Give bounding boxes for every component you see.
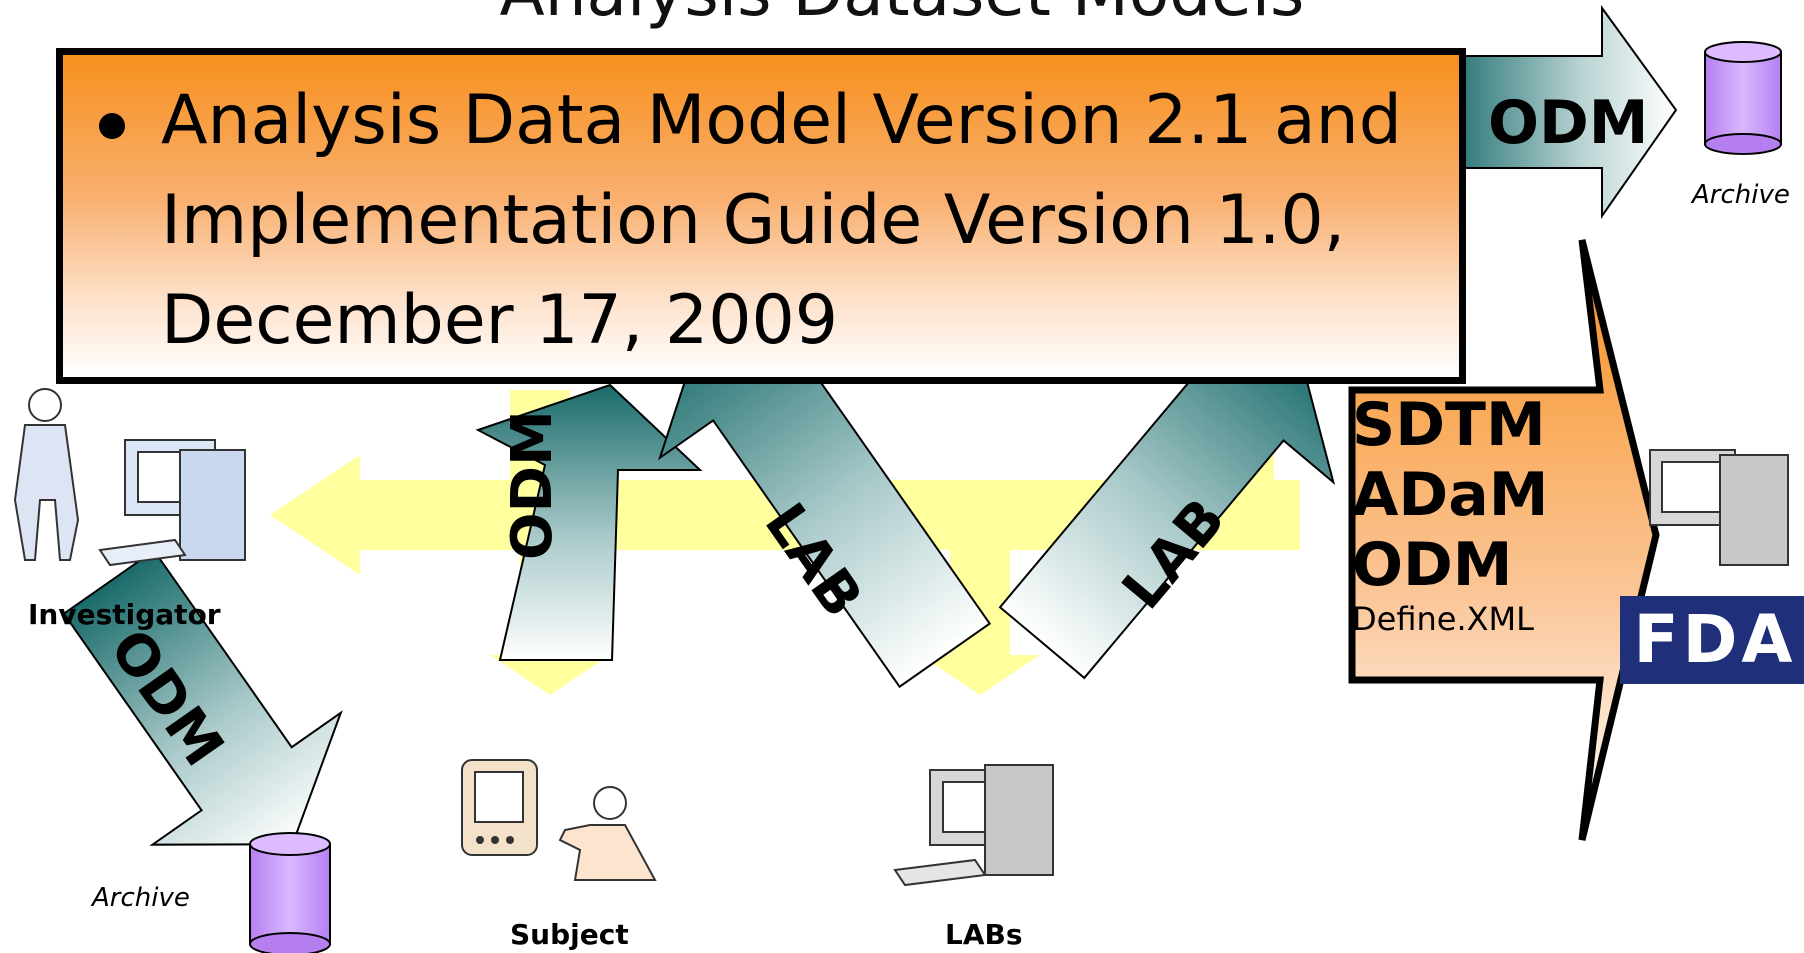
submission-text: SDTM ADaM ODM Define.XML: [1352, 390, 1652, 680]
callout-text: Analysis Data Model Version 2.1 and Impl…: [161, 71, 1461, 371]
archive-label-bottom: Archive: [92, 883, 190, 913]
person-icon-investigator: [13, 388, 80, 561]
submission-define-xml: Define.XML: [1352, 600, 1534, 638]
arrow-label-subject-odm: ODM: [500, 410, 565, 560]
submission-line-sdtm: SDTM: [1352, 390, 1546, 460]
arrow-subject-up: [475, 383, 703, 661]
computer-icon-investigator: [98, 439, 246, 567]
investigator-label: Investigator: [28, 598, 221, 631]
bullet-icon: [99, 113, 125, 139]
pda-icon-subject: [461, 759, 538, 856]
database-icon-bottom: [249, 832, 331, 953]
submission-line-adam: ADaM: [1352, 460, 1549, 530]
page-title: Analysis Dataset Models: [0, 0, 1804, 31]
callout-line-1: Analysis Data Model Version 2.1 and: [161, 81, 1402, 160]
arrow-label-top-odm: ODM: [1488, 88, 1649, 158]
archive-label-top: Archive: [1692, 180, 1790, 210]
fda-logo-icon: [1620, 596, 1804, 684]
labs-label: LABs: [945, 918, 1023, 951]
computer-icon-fda: [1649, 449, 1789, 566]
arrow-top-right-odm: [1439, 4, 1678, 220]
arrow-investigator-down: [62, 549, 343, 846]
callout-line-2: Implementation Guide Version 1.0,: [161, 181, 1346, 260]
person-icon-subject: [558, 786, 657, 881]
submission-line-odm: ODM: [1352, 530, 1513, 600]
arrow-submission: [1348, 239, 1660, 841]
database-icon-top: [1704, 41, 1782, 155]
fda-logo-text: FDA: [1633, 601, 1797, 678]
callout-line-3: December 17, 2009: [161, 281, 839, 360]
citation-callout: Analysis Data Model Version 2.1 and Impl…: [56, 48, 1466, 384]
computer-icon-labs: [893, 764, 1054, 887]
subject-label: Subject: [510, 918, 629, 951]
